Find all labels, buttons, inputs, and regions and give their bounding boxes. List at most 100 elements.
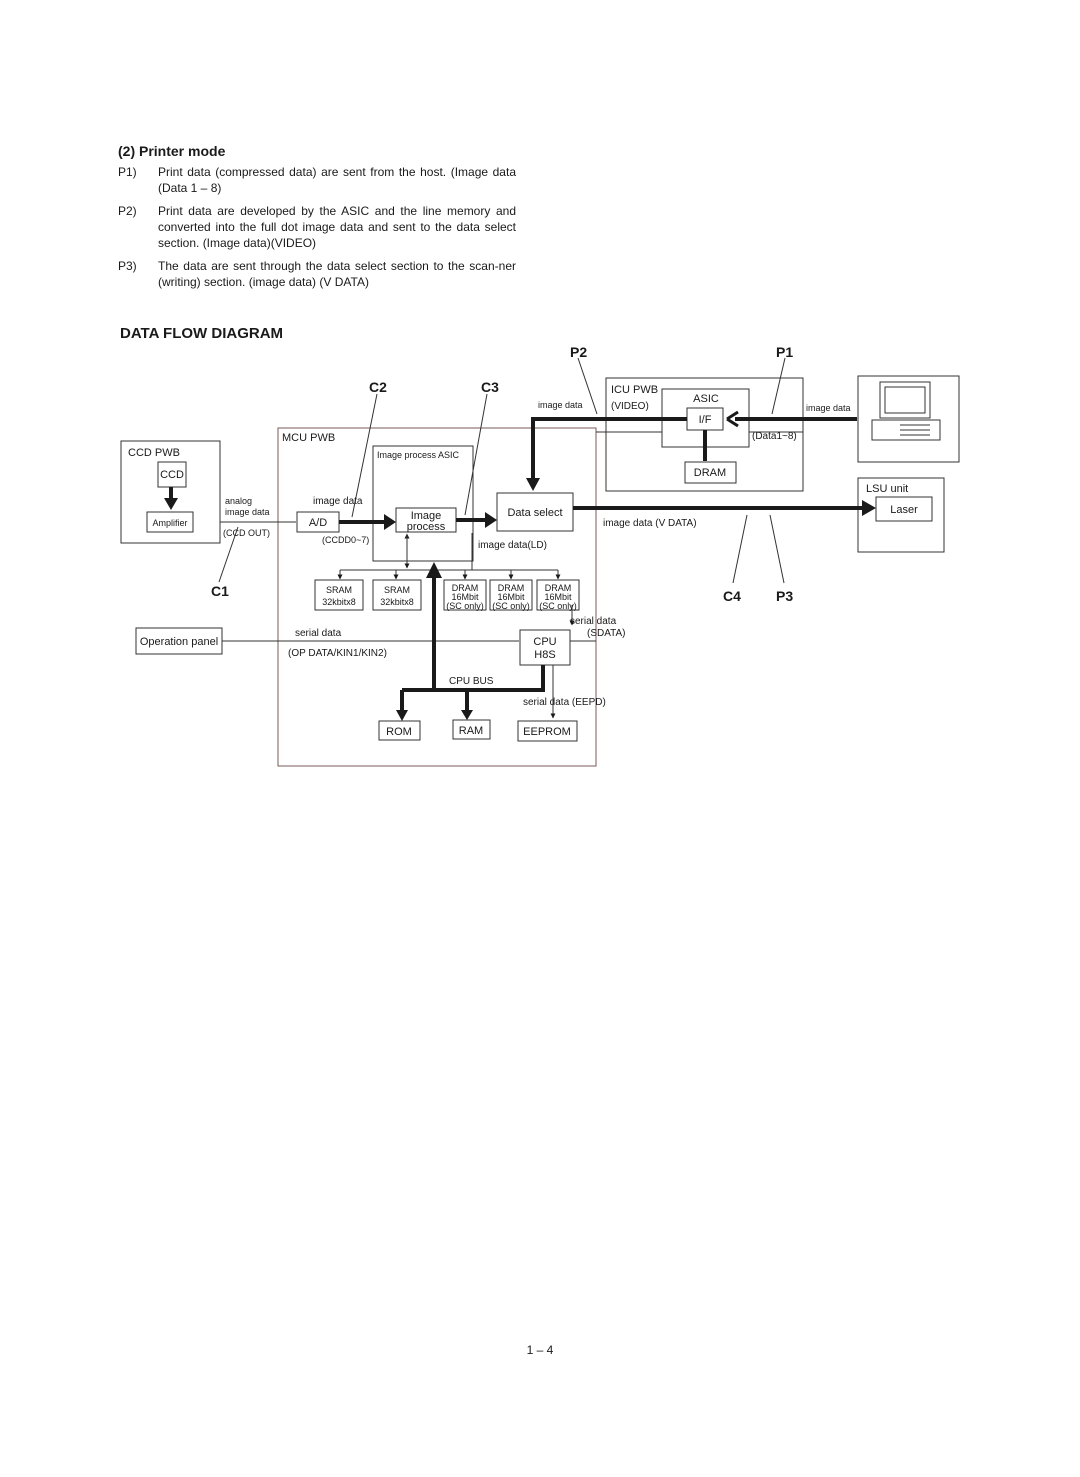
callout-c4: C4 (723, 588, 741, 604)
amplifier-block (146, 511, 194, 533)
amplifier-label: Amplifier (152, 518, 187, 528)
computer-icon (871, 381, 941, 441)
ccd-pwb-box (120, 440, 221, 544)
image-data-mcu-label: image data (313, 496, 363, 507)
eeprom-label: EEPROM (523, 726, 571, 738)
sram-label: SRAM (384, 585, 410, 595)
ccdd-label: (CCDD0~7) (322, 535, 369, 545)
c4-leader (732, 514, 748, 584)
if-to-data-select-arrow (531, 417, 687, 478)
host-computer-box (857, 375, 960, 463)
callout-p3: P3 (776, 588, 793, 604)
dram-label: DRAM (498, 583, 525, 593)
item-label: P1) (118, 165, 137, 179)
rom-label: ROM (386, 726, 412, 738)
c3-leader (464, 393, 488, 516)
arrowhead (384, 514, 396, 530)
operation-panel-label: Operation panel (140, 636, 218, 648)
dram-label: DRAM (452, 583, 479, 593)
lsu-unit-label: LSU unit (866, 483, 908, 495)
analog-label: analog (225, 496, 252, 506)
rom-block (378, 720, 421, 741)
callout-p1: P1 (776, 344, 793, 360)
data1-8-label: (Data1~8) (752, 431, 797, 442)
serial-data-op-label: serial data (295, 628, 342, 639)
item-text: Print data are developed by the ASIC and… (158, 204, 516, 250)
arrowhead (426, 562, 442, 578)
image-process-label: Image (411, 510, 442, 522)
dram-icu-label: DRAM (694, 467, 726, 479)
p3-leader (769, 514, 785, 584)
eeprom-block (517, 720, 578, 742)
op-data-label: (OP DATA/KIN1/KIN2) (288, 648, 387, 659)
image-data-icu-label: image data (538, 400, 583, 410)
image-data-host-label: image data (806, 403, 851, 413)
video-label: (VIDEO) (611, 401, 649, 412)
sram-block (314, 579, 364, 611)
dram-label: 16Mbit (451, 592, 479, 602)
dram-block (489, 579, 533, 611)
lsu-unit-box (857, 477, 945, 553)
c2-leader (351, 393, 378, 518)
callout-c1: C1 (211, 583, 229, 599)
p2-leader (577, 357, 598, 415)
callout-c2: C2 (369, 379, 387, 395)
dram-label: (SC only) (446, 601, 484, 611)
image-process-label: process (407, 521, 446, 533)
dram-label: (SC only) (539, 601, 577, 611)
icu-pwb-box (605, 377, 804, 492)
dram-label: 16Mbit (544, 592, 572, 602)
sram-label: 32kbitx8 (322, 597, 356, 607)
ccd-pwb-label: CCD PWB (128, 447, 180, 459)
sdata-label: (SDATA) (587, 628, 626, 639)
sram-block (372, 579, 422, 611)
ram-label: RAM (459, 725, 483, 737)
item-text: Print data (compressed data) are sent fr… (158, 165, 516, 195)
c1-leader (218, 526, 239, 583)
cpu-label: H8S (534, 649, 555, 661)
laser-block (875, 496, 933, 522)
image-process-asic-label: Image process ASIC (377, 450, 460, 460)
icu-pwb-label: ICU PWB (611, 384, 658, 396)
sram-label: 32kbitx8 (380, 597, 414, 607)
dram-block (443, 579, 487, 611)
data-select-block (496, 492, 574, 532)
item-label: P3) (118, 259, 137, 273)
mcu-pwb-label: MCU PWB (282, 432, 335, 444)
laser-label: Laser (890, 504, 918, 516)
arrowhead (461, 710, 473, 720)
mcu-pwb-box (277, 427, 597, 767)
asic-label: ASIC (693, 393, 719, 405)
arrowhead (862, 500, 876, 516)
serial-data-sdata-label: serial data (570, 616, 617, 627)
if-label: I/F (699, 414, 712, 426)
ccd-out-label: (CCD OUT) (223, 528, 270, 538)
section-heading: (2) Printer mode (118, 143, 226, 159)
ram-block (452, 719, 491, 740)
cpu-bus-horizontal (402, 665, 545, 692)
arrowhead (396, 710, 408, 721)
callout-p2: P2 (570, 344, 587, 360)
callout-c3: C3 (481, 379, 499, 395)
cpu-label: CPU (533, 636, 556, 648)
image-data-vdata-label: image data (V DATA) (603, 518, 697, 529)
arrowhead (526, 478, 540, 491)
page-number: 1 – 4 (526, 1343, 554, 1357)
dram-label: (SC only) (492, 601, 530, 611)
analog-label: image data (225, 507, 270, 517)
dram-label: 16Mbit (497, 592, 525, 602)
image-process-asic-box (372, 445, 474, 562)
ad-label: A/D (309, 517, 327, 529)
item-label: P2) (118, 204, 137, 218)
arrowhead (164, 498, 178, 510)
dram-block (536, 579, 580, 611)
diagram-title: DATA FLOW DIAGRAM (120, 325, 284, 342)
data-select-label: Data select (507, 507, 562, 519)
dram-label: DRAM (545, 583, 572, 593)
arrowhead (485, 512, 497, 528)
cpu-bus-label: CPU BUS (449, 676, 494, 687)
image-data-ld-label: image data(LD) (478, 540, 547, 551)
serial-data-eepd-label: serial data (EEPD) (523, 697, 606, 708)
ccd-label: CCD (160, 469, 184, 481)
